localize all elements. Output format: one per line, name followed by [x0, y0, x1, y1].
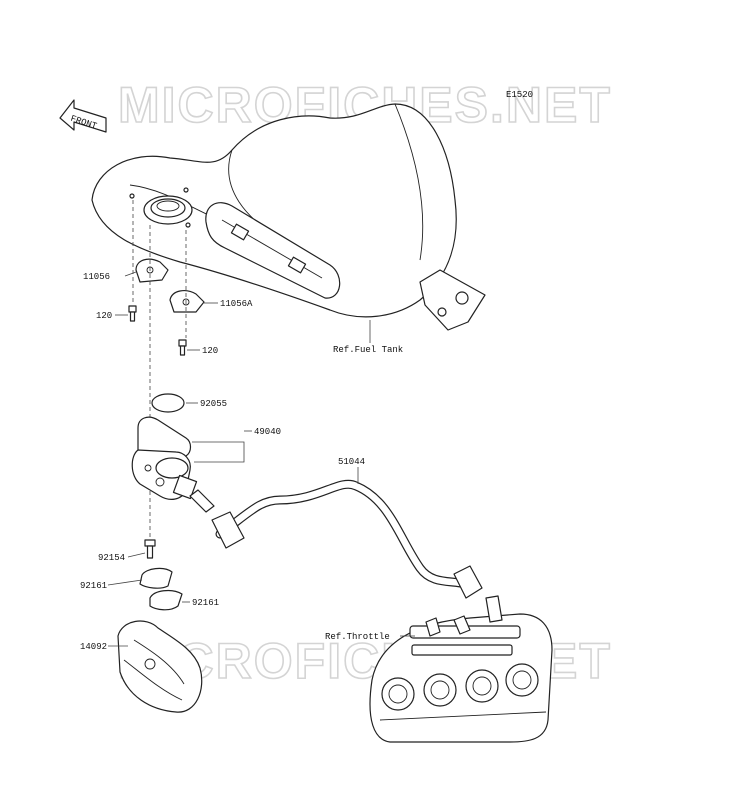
label-14092: 14092 [80, 642, 107, 652]
fuel-hose-51044 [211, 479, 483, 599]
label-11056A: 11056A [220, 299, 253, 309]
bracket-11056A [169, 290, 205, 313]
diagram-code: E1520 [506, 90, 533, 100]
label-92154: 92154 [98, 553, 125, 563]
label-ref-fuel-tank: Ref.Fuel Tank [333, 345, 403, 355]
front-arrow-icon: FRONT [59, 99, 107, 133]
damper-92161-left [139, 567, 173, 589]
fuel-pump-49040 [131, 416, 215, 513]
o-ring-92055 [151, 393, 185, 413]
bolt-120-left [128, 305, 137, 322]
cover-14092 [117, 620, 203, 713]
bolt-92154 [144, 539, 156, 559]
label-11056: 11056 [83, 272, 110, 282]
label-51044: 51044 [338, 457, 365, 467]
label-120-right: 120 [202, 346, 218, 356]
label-ref-throttle: Ref.Throttle [325, 632, 390, 642]
throttle-body-assembly [369, 595, 553, 743]
label-49040: 49040 [254, 427, 281, 437]
bracket-11056 [135, 258, 169, 283]
label-120-left: 120 [96, 311, 112, 321]
label-92161-left: 92161 [80, 581, 107, 591]
damper-92161-right [149, 589, 183, 611]
bolt-120-right [178, 339, 187, 356]
label-92161-right: 92161 [192, 598, 219, 608]
label-92055: 92055 [200, 399, 227, 409]
fuel-tank [91, 103, 486, 331]
